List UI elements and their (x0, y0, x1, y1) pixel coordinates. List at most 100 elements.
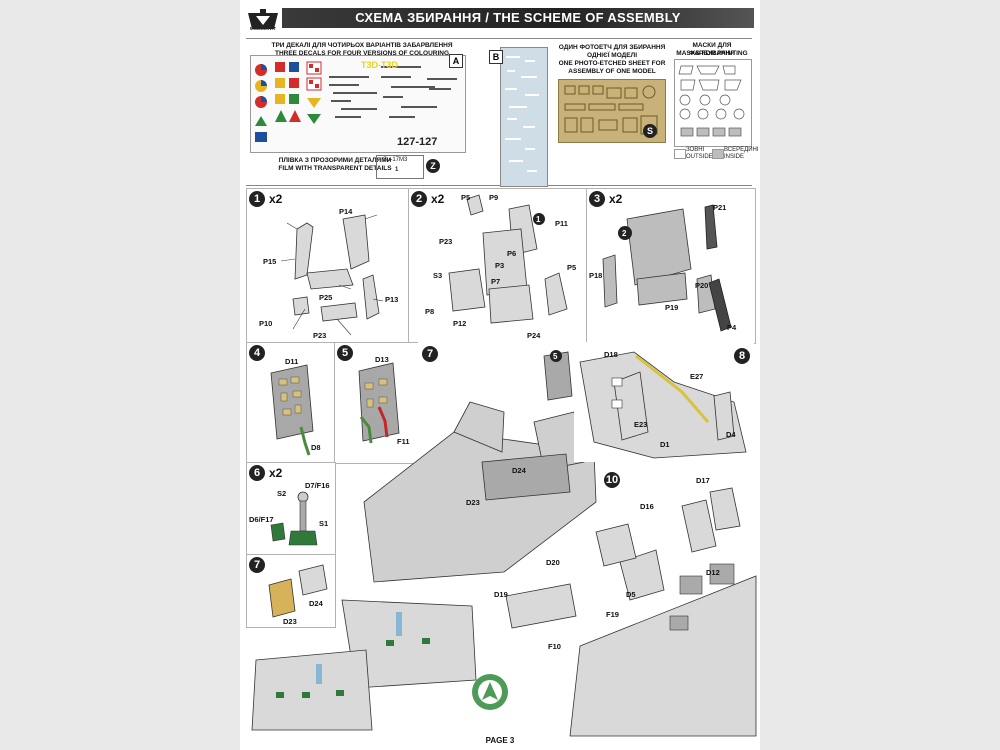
step-2-number: 2 (411, 191, 427, 207)
step-10-label: F10 (548, 642, 561, 651)
inside-swatch (712, 149, 724, 159)
step-6-label: S2 (277, 489, 287, 498)
step-3-panel: 3 x2 2 P21 P18 P20 P19 P4 (586, 188, 756, 344)
decal-sheet-a: T3D-T3D 127-127 A (250, 54, 466, 153)
photoetch-title-en: ONE PHOTO-ETCHED SHEET FOR ASSEMBLY OF O… (558, 60, 666, 75)
step-4-panel: 4 D11 D8 (246, 342, 336, 464)
step-10-label: D17 (696, 476, 710, 485)
masks-sheet (674, 59, 752, 147)
cockpit-panel-drawing (579, 351, 747, 459)
step-2-label: P7 (491, 277, 501, 286)
film-title-en: FILM WITH TRANSPARENT DETAILS (278, 165, 392, 172)
sheet-a-letter: A (449, 54, 463, 68)
step-7-number: 7 (249, 557, 265, 573)
step-2-label: P5 (567, 263, 577, 272)
step-1-label: P15 (263, 257, 277, 266)
assembled-cockpit-overview-drawing (251, 599, 477, 731)
svg-text:2: 2 (622, 229, 627, 238)
step-9-number: 8 (734, 348, 750, 364)
step-8-label: D24 (512, 466, 526, 475)
decal-number-text: 127-127 (397, 136, 438, 148)
step-5-number: 5 (337, 345, 353, 361)
step-1-label: P14 (339, 207, 353, 216)
step-8-label: D23 (466, 498, 480, 507)
film-part-number: 1 (395, 167, 399, 173)
step-1-label: P13 (385, 295, 399, 304)
page-header: MODELSVIT СХЕМА ЗБИРАННЯ / THE SCHEME OF… (242, 4, 756, 32)
film-sheet: Su-17M3 1 (376, 155, 424, 179)
step-1-label: P25 (319, 293, 333, 302)
step-1-label: P10 (259, 319, 273, 328)
masks-title-ua: МАСКИ ДЛЯ ФАРБУВАННЯ (688, 42, 736, 57)
step-1-number: 1 (249, 191, 265, 207)
step-3-label: P20 (695, 281, 709, 290)
header-bar (282, 8, 754, 28)
page-title: СХЕМА ЗБИРАННЯ / THE SCHEME OF ASSEMBLY (355, 10, 681, 25)
step-2-label: P12 (453, 319, 467, 328)
step-2-panel: 2 x2 1 P5 P9 P11 P23 P6 P3 S3 P7 P8 P12 … (408, 188, 588, 344)
svg-text:5: 5 (553, 352, 558, 361)
step-1-panel: 1 x2 P14 P15 P25 P10 P23 P13 (246, 188, 410, 344)
step-9-label: D4 (726, 430, 736, 439)
step-6-label: S1 (319, 519, 329, 528)
film-label: Su-17M3 (383, 157, 408, 163)
photoetch-title-ua: ОДИН ФОТОЕТЧ ДЛЯ ЗБИРАННЯ ОДНІЄЇ МОДЕЛІ (558, 44, 666, 59)
outside-swatch (674, 149, 686, 159)
decals-title-en: THREE DECALS FOR FOUR VERSIONS OF COLOUR… (274, 50, 450, 57)
sheet-b-letter: B (489, 50, 503, 64)
parts-overview: ТРИ ДЕКАЛІ ДЛЯ ЧОТИРЬОХ ВАРІАНТІВ ЗАБАРВ… (246, 38, 759, 187)
watermark-logo-icon (472, 674, 508, 710)
step-5-label: D13 (375, 355, 389, 364)
photoetch-letter: S (643, 124, 657, 138)
step-4-label: D8 (311, 443, 321, 452)
step-3-label: P4 (727, 323, 737, 332)
cockpit-tub-drawing: 5 4 (363, 350, 605, 583)
step-2-label: P24 (527, 331, 541, 340)
step-5-label: F11 (397, 437, 410, 446)
step-2-label: P9 (489, 193, 499, 202)
console-5-drawing (358, 362, 400, 444)
step-10-label: D5 (626, 590, 636, 599)
step-9-label: E23 (634, 420, 648, 429)
step-10-label: D12 (706, 568, 720, 577)
step-2-label: P3 (495, 261, 505, 270)
decal-sheet-b-art (505, 56, 539, 172)
step-6-label: D7/F16 (305, 481, 330, 490)
legend-inside-ua: ВСЕРЕДИНІ (724, 147, 759, 153)
step-2-label: P23 (439, 237, 453, 246)
step-2-label: P11 (555, 219, 568, 228)
svg-text:1: 1 (536, 215, 541, 224)
step-8-number: 7 (422, 346, 438, 362)
decal-code-text: T3D-T3D (361, 60, 399, 70)
step-10-label: F19 (606, 610, 619, 619)
step-2-label: S3 (433, 271, 443, 280)
step-7-panel: 7 D24 D23 (246, 554, 336, 628)
logo-text: MODELSVIT (249, 26, 277, 31)
legend-outside-ua: ЗОВНІ (686, 147, 705, 153)
decals-title-ua: ТРИ ДЕКАЛІ ДЛЯ ЧОТИРЬОХ ВАРІАНТІВ ЗАБАРВ… (271, 42, 453, 49)
masks-title-en: MASKS FOR PAINTING (676, 50, 748, 57)
step-1-label: P23 (313, 331, 327, 340)
photoetch-parts-art (564, 85, 658, 135)
cockpit-final-drawing (505, 487, 757, 737)
step-2-multiplier: x2 (431, 192, 445, 206)
step-7-label: D24 (309, 599, 323, 608)
panel-7-drawing (268, 564, 328, 618)
legend-inside-en: INSIDE (724, 154, 745, 160)
step-9-label: D18 (604, 350, 618, 359)
step-5-panel: 5 D13 F11 (334, 342, 420, 464)
step-7-label: D23 (283, 617, 297, 626)
step-6-label: D6/F17 (249, 515, 274, 524)
seat-assembly-3-drawing: 2 (602, 204, 732, 332)
seat-assembly-1-drawing (280, 214, 384, 336)
step-10-number: 10 (604, 472, 620, 488)
step-2-label: P6 (507, 249, 517, 258)
step-6-multiplier: x2 (269, 466, 283, 480)
control-stick-drawing (270, 491, 318, 546)
step-9-label: D1 (660, 440, 670, 449)
legend-outside-en: OUTSIDE (686, 154, 713, 160)
step-10-label: D16 (640, 502, 654, 511)
step-2-label: P8 (425, 307, 435, 316)
step-3-number: 3 (589, 191, 605, 207)
page-number: PAGE 3 (485, 736, 515, 745)
